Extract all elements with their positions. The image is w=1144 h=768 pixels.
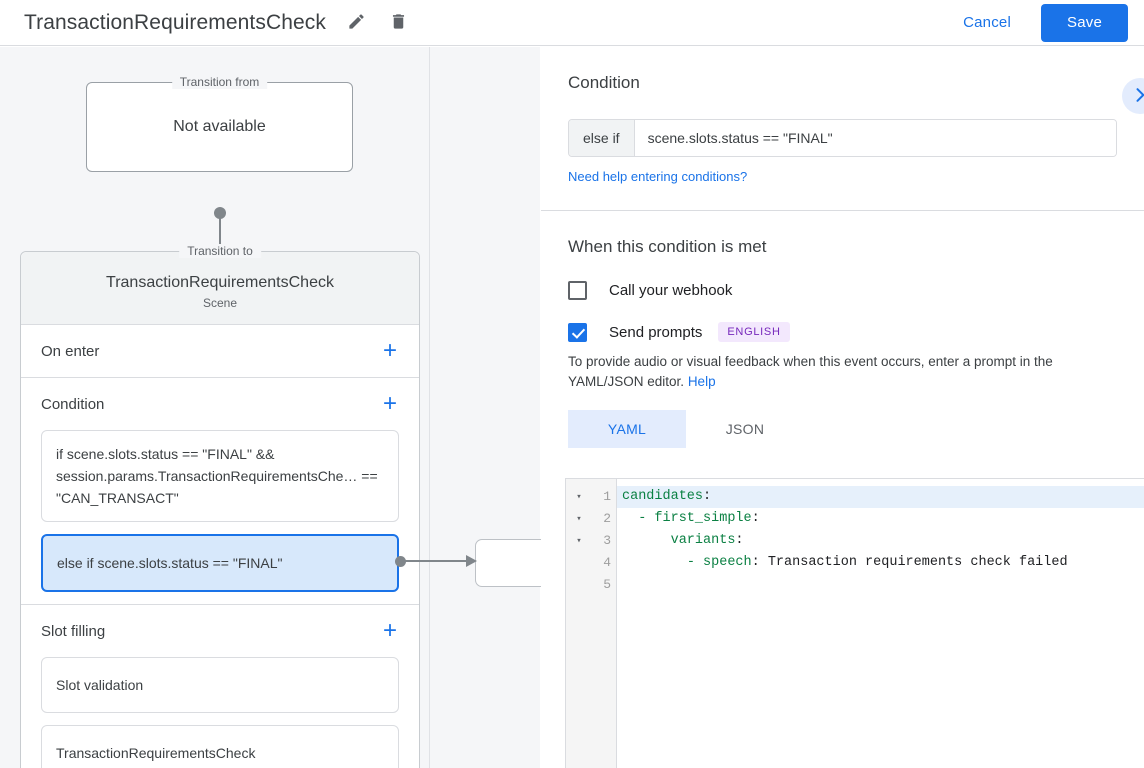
outgoing-connector-line: [404, 560, 468, 562]
call-webhook-label: Call your webhook: [609, 282, 733, 299]
send-prompts-description: To provide audio or visual feedback when…: [568, 352, 1117, 392]
scene-section-slot-filling: Slot filling + Slot validation Transacti…: [21, 605, 419, 768]
slot-validation-item[interactable]: Slot validation: [41, 657, 399, 713]
section-title-condition: Condition: [41, 395, 105, 413]
description-text: To provide audio or visual feedback when…: [568, 354, 1053, 389]
connector-line: [219, 213, 221, 257]
line-number: 1: [603, 489, 611, 504]
code-line: - first_simple:: [638, 511, 760, 526]
language-badge: ENGLISH: [718, 322, 790, 342]
outgoing-connector-dot: [395, 556, 406, 567]
add-on-enter-button[interactable]: +: [382, 337, 397, 364]
fold-toggle-3[interactable]: ▾: [576, 536, 582, 546]
transition-to-scene-card[interactable]: Transition to TransactionRequirementsChe…: [20, 244, 420, 768]
call-webhook-checkbox[interactable]: [568, 281, 587, 300]
scene-section-on-enter: On enter +: [21, 325, 419, 378]
prompts-help-link[interactable]: Help: [687, 374, 716, 389]
edit-name-button[interactable]: [340, 7, 372, 39]
condition-prefix-label: else if: [569, 120, 635, 156]
flow-canvas[interactable]: Transition from Not available Transition…: [0, 47, 540, 768]
transition-from-value: Not available: [173, 118, 266, 135]
section-header: Slot filling +: [41, 605, 399, 657]
when-met-heading: When this condition is met: [568, 237, 767, 256]
details-panel: Condition else if Need help entering con…: [541, 47, 1144, 768]
send-prompts-label: Send prompts: [609, 323, 703, 341]
add-condition-button[interactable]: +: [382, 390, 397, 417]
when-condition-met-section: When this condition is met Call your web…: [541, 211, 1144, 472]
transition-from-node[interactable]: Transition from Not available: [86, 75, 353, 172]
editor-code-area[interactable]: candidates: - first_simple: variants: - …: [617, 479, 1144, 768]
add-slot-filling-button[interactable]: +: [382, 617, 397, 644]
transition-from-legend: Transition from: [171, 75, 268, 89]
editor-format-tabs: YAML JSON: [568, 410, 1117, 448]
line-number: 3: [603, 533, 611, 548]
section-title-slot-filling: Slot filling: [41, 622, 106, 640]
page-title: TransactionRequirementsCheck: [24, 10, 326, 34]
code-line: - speech: Transaction requirements check…: [686, 555, 1068, 570]
trash-icon: [389, 12, 408, 34]
scene-title: TransactionRequirementsCheck: [106, 274, 334, 291]
fold-toggle-2[interactable]: ▾: [576, 514, 582, 524]
tab-yaml[interactable]: YAML: [568, 410, 686, 448]
transition-to-legend: Transition to: [179, 244, 261, 258]
yaml-editor[interactable]: ▾ ▾ ▾ 1 2 3 4 5 candidates: - first_simp…: [565, 478, 1144, 768]
section-title-on-enter: On enter: [41, 342, 100, 360]
app-header: TransactionRequirementsCheck Cancel Save: [0, 0, 1144, 46]
expand-panel-button[interactable]: [1122, 78, 1144, 114]
section-header: Condition +: [41, 378, 399, 430]
editor-fold-column: ▾ ▾ ▾: [566, 479, 592, 768]
send-prompts-checkbox[interactable]: [568, 322, 587, 342]
chevron-right-icon: [1130, 85, 1144, 108]
slot-item[interactable]: TransactionRequirementsCheck: [41, 725, 399, 768]
condition-help-link[interactable]: Need help entering conditions?: [568, 169, 748, 184]
line-number: 5: [603, 577, 611, 592]
webhook-row[interactable]: Call your webhook: [568, 281, 1117, 300]
pencil-icon: [347, 12, 366, 34]
fold-toggle-1[interactable]: ▾: [576, 492, 582, 502]
section-header: On enter +: [41, 325, 399, 377]
editor-line-numbers: 1 2 3 4 5: [592, 479, 617, 768]
scene-section-condition: Condition + if scene.slots.status == "FI…: [21, 378, 419, 605]
code-line: [617, 574, 1144, 596]
send-prompts-row[interactable]: Send prompts ENGLISH: [568, 322, 1117, 342]
condition-heading: Condition: [568, 73, 640, 92]
line-number: 2: [603, 511, 611, 526]
line-number: 4: [603, 555, 611, 570]
scene-card-header: Transition to TransactionRequirementsChe…: [21, 244, 419, 325]
outgoing-connector-arrow-icon: [466, 555, 477, 567]
delete-button[interactable]: [382, 7, 414, 39]
code-line: candidates:: [617, 486, 1144, 508]
condition-item-selected[interactable]: else if scene.slots.status == "FINAL": [41, 534, 399, 592]
save-button[interactable]: Save: [1041, 3, 1128, 42]
canvas-inner-divider: [429, 47, 430, 768]
code-line: variants:: [670, 533, 744, 548]
cancel-button[interactable]: Cancel: [949, 6, 1025, 39]
tab-json[interactable]: JSON: [686, 410, 804, 448]
condition-section: Condition else if Need help entering con…: [541, 47, 1144, 211]
condition-input-row[interactable]: else if: [568, 119, 1117, 157]
scene-subtitle: Scene: [202, 296, 238, 310]
condition-item[interactable]: if scene.slots.status == "FINAL" && sess…: [41, 430, 399, 522]
condition-expression-input[interactable]: [634, 120, 1116, 156]
